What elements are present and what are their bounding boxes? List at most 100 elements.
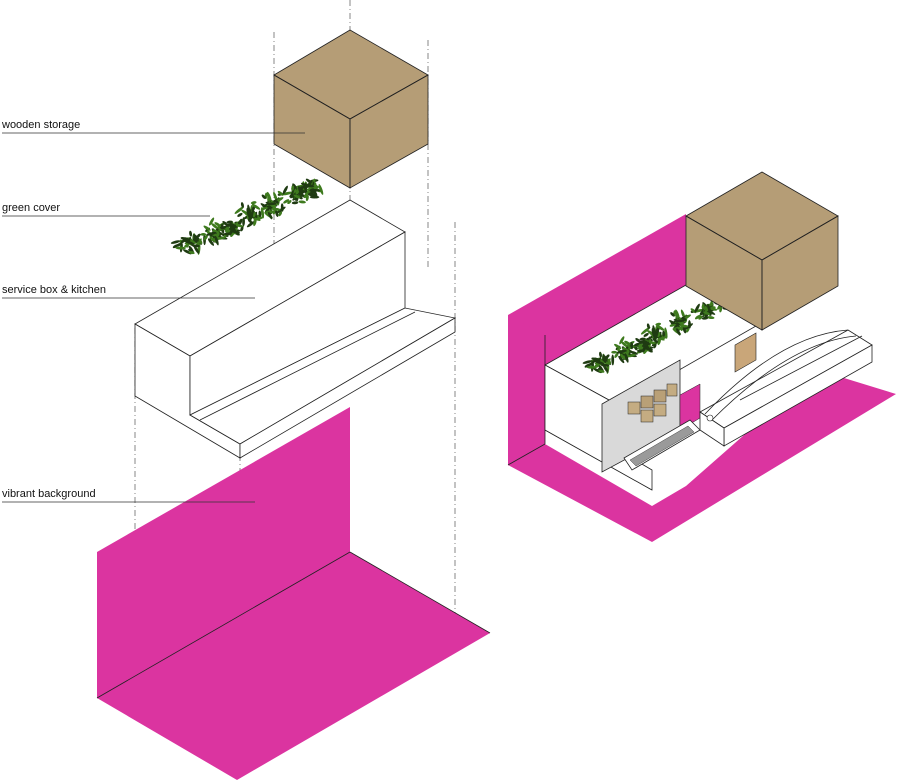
leaf xyxy=(313,190,318,198)
leaf xyxy=(214,235,219,246)
label-green-cover: green cover xyxy=(2,202,61,214)
leaf xyxy=(630,341,634,350)
leaf xyxy=(203,234,208,241)
leaf xyxy=(626,353,636,358)
leaf xyxy=(664,327,668,339)
leaf xyxy=(277,190,284,196)
leaf xyxy=(662,330,666,338)
leaf xyxy=(303,183,308,189)
leaf xyxy=(196,233,201,238)
leaf xyxy=(698,315,703,320)
leaf xyxy=(646,323,650,329)
leaf xyxy=(645,340,658,345)
leaf xyxy=(240,226,244,232)
leaf xyxy=(215,232,220,238)
leaf xyxy=(655,322,662,326)
leaf xyxy=(676,328,681,336)
leaf xyxy=(229,226,235,230)
leaf xyxy=(224,232,230,236)
leaf xyxy=(217,236,227,240)
leaf xyxy=(678,324,689,328)
leaf xyxy=(688,320,691,329)
leaf xyxy=(624,353,629,363)
leaf xyxy=(281,191,293,196)
label-service-box-kitchen: service box & kitchen xyxy=(2,284,106,296)
leaf xyxy=(175,246,186,250)
leaf xyxy=(295,189,300,195)
leaf xyxy=(211,223,219,230)
leaf xyxy=(621,341,629,348)
label-vibrant-background: vibrant background xyxy=(2,488,96,500)
leaf xyxy=(582,360,593,364)
leaf xyxy=(709,307,718,311)
leaf xyxy=(237,212,243,217)
leaf xyxy=(258,210,262,218)
leaf xyxy=(193,234,197,243)
leaf xyxy=(220,225,227,230)
leaf xyxy=(586,365,598,369)
vibrant-background-exploded xyxy=(96,407,491,780)
leaf xyxy=(593,359,605,365)
leaf xyxy=(607,358,612,365)
leaf xyxy=(271,207,281,211)
leaf xyxy=(188,251,195,255)
leaf xyxy=(203,225,211,231)
leaf xyxy=(598,364,604,372)
leaf xyxy=(188,245,194,253)
leaf xyxy=(253,216,264,221)
leaf xyxy=(614,343,622,350)
leaf xyxy=(240,202,244,208)
leaf xyxy=(635,338,641,343)
label-wooden-storage: wooden storage xyxy=(2,119,81,131)
leaf xyxy=(633,342,640,347)
leaf xyxy=(242,217,245,227)
leaf xyxy=(278,211,283,217)
leaf xyxy=(694,314,701,320)
leaf xyxy=(299,188,306,193)
leaf xyxy=(183,239,195,245)
leaf xyxy=(247,204,251,216)
leaf xyxy=(591,357,599,361)
leaf xyxy=(198,238,203,245)
leaf xyxy=(191,244,200,248)
leaf xyxy=(222,221,228,226)
leaf xyxy=(640,326,651,335)
leaf xyxy=(251,203,261,210)
leaf xyxy=(280,203,284,212)
leaf xyxy=(268,210,275,214)
leaf xyxy=(248,211,254,222)
leaf xyxy=(229,222,237,228)
wooden-storage-exploded xyxy=(273,29,429,189)
leaf xyxy=(611,350,617,354)
leaf xyxy=(283,199,290,204)
leaf xyxy=(266,202,277,206)
leaf xyxy=(234,206,244,214)
leaf xyxy=(642,339,650,345)
leaf xyxy=(253,219,257,227)
leaf xyxy=(287,200,292,205)
leaf xyxy=(200,232,207,236)
leaf xyxy=(189,230,193,237)
leaf xyxy=(318,184,324,195)
leaf xyxy=(642,343,648,347)
leaf xyxy=(291,185,295,191)
leaf xyxy=(599,351,602,358)
leaf xyxy=(670,312,675,317)
leaf xyxy=(193,245,200,254)
leaf xyxy=(206,231,217,236)
leaf xyxy=(676,326,683,330)
leaf xyxy=(618,355,625,364)
leaf xyxy=(619,336,625,345)
leaf xyxy=(305,180,313,189)
leaf xyxy=(703,311,711,316)
leaf xyxy=(298,200,306,204)
leaf xyxy=(290,187,296,198)
leaf xyxy=(180,237,189,241)
leaf xyxy=(598,369,605,373)
leaf xyxy=(170,240,181,244)
wooden-storage-assembled xyxy=(685,171,839,331)
leaf xyxy=(701,316,709,320)
leaf xyxy=(232,223,245,228)
leaf xyxy=(625,350,630,356)
leaf xyxy=(303,191,309,199)
